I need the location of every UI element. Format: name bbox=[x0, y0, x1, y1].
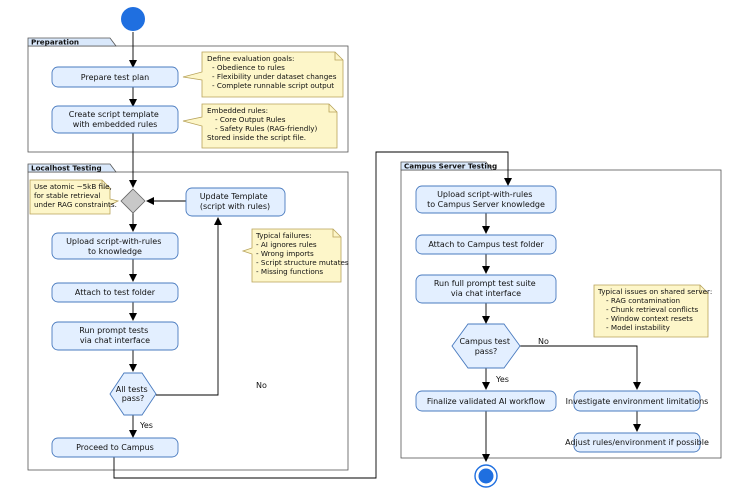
note-line: - AI ignores rules bbox=[256, 240, 317, 249]
note-line: - Core Output Rules bbox=[215, 115, 286, 124]
note-issues: Typical issues on shared server: - RAG c… bbox=[593, 284, 715, 338]
activity-label-line: with embedded rules bbox=[73, 120, 158, 129]
note-line: Use atomic ~5kB file, bbox=[34, 182, 112, 191]
activity-create-template: Create script template with embedded rul… bbox=[51, 105, 179, 134]
activity-label: Investigate environment limitations bbox=[566, 397, 709, 406]
note-line: - Missing functions bbox=[256, 267, 323, 276]
edge-label-yes: Yes bbox=[139, 421, 153, 430]
edge-label-no: No bbox=[538, 337, 549, 346]
decision-campus-test: Campus test pass? bbox=[451, 323, 521, 369]
activity-label-line: to Campus Server knowledge bbox=[427, 200, 545, 209]
activity-label-line: via chat interface bbox=[451, 289, 521, 298]
activity-label-line: Run full prompt test suite bbox=[434, 279, 536, 288]
activity-label-line: Upload script-with-rules bbox=[66, 237, 161, 246]
partition-tab bbox=[27, 37, 117, 47]
activity-label: Create script template with embedded rul… bbox=[69, 110, 162, 129]
activity-label: Update Template (script with rules) bbox=[200, 192, 271, 211]
note-line: Embedded rules: bbox=[207, 106, 268, 115]
activity-label-line: Upload script-with-rules bbox=[437, 190, 532, 199]
note-issues-text: Typical issues on shared server: - RAG c… bbox=[597, 287, 715, 332]
note-line: under RAG constraints. bbox=[34, 200, 117, 209]
decision-label-line: All tests bbox=[116, 385, 148, 394]
partition-campus: Campus Server Testing bbox=[400, 161, 722, 459]
activity-label-line: (script with rules) bbox=[200, 202, 270, 211]
activity-label-line: Update Template bbox=[200, 192, 268, 201]
note-rules-text: Embedded rules: - Core Output Rules - Sa… bbox=[207, 106, 320, 142]
note-line: - Flexibility under dataset changes bbox=[212, 72, 337, 81]
note-line: - Model instability bbox=[606, 323, 671, 332]
decision-all-tests: All tests pass? bbox=[109, 372, 157, 416]
note-failures: Typical failures: - AI ignores rules - W… bbox=[241, 228, 351, 283]
activity-run-suite: Run full prompt test suite via chat inte… bbox=[415, 274, 557, 304]
activity-attach-campus: Attach to Campus test folder bbox=[415, 234, 557, 255]
edge-cdecision-no bbox=[510, 345, 641, 390]
activity-upload-local: Upload script-with-rules to knowledge bbox=[51, 232, 179, 260]
note-line: - Complete runnable script output bbox=[212, 81, 334, 90]
partition-label-localhost: Localhost Testing bbox=[31, 164, 102, 173]
note-line: for stable retrieval bbox=[34, 191, 100, 200]
partition-tab bbox=[27, 163, 117, 173]
activity-adjust: Adjust rules/environment if possible bbox=[565, 432, 709, 453]
activity-run-tests: Run prompt tests via chat interface bbox=[51, 321, 179, 351]
edges bbox=[113, 32, 641, 479]
activity-finalize: Finalize validated AI workflow bbox=[415, 390, 557, 412]
decision-label-line: pass? bbox=[122, 394, 145, 403]
activity-prepare-plan: Prepare test plan bbox=[51, 66, 179, 88]
note-line: - Obedience to rules bbox=[212, 63, 285, 72]
note-line: Typical failures: bbox=[255, 231, 312, 240]
note-line: - RAG contamination bbox=[606, 296, 680, 305]
activity-label: Upload script-with-rules to knowledge bbox=[66, 237, 164, 256]
note-line: - Wrong imports bbox=[256, 249, 314, 258]
end-node bbox=[474, 464, 498, 488]
note-line: - Chunk retrieval conflicts bbox=[606, 305, 699, 314]
decision-label-line: pass? bbox=[475, 347, 498, 356]
activity-label: Attach to test folder bbox=[75, 288, 156, 297]
partition-preparation: Preparation bbox=[27, 37, 349, 153]
note-goals-text: Define evaluation goals: - Obedience to … bbox=[207, 54, 339, 90]
edge-decision-no bbox=[156, 217, 222, 396]
activity-attach-local: Attach to test folder bbox=[51, 282, 179, 303]
decision-label: Campus test pass? bbox=[459, 337, 512, 356]
activity-label: Run full prompt test suite via chat inte… bbox=[434, 279, 538, 298]
note-failures-text: Typical failures: - AI ignores rules - W… bbox=[255, 231, 351, 276]
note-line: Define evaluation goals: bbox=[207, 54, 294, 63]
note-goals: Define evaluation goals: - Obedience to … bbox=[182, 51, 344, 98]
activity-label: Finalize validated AI workflow bbox=[427, 397, 546, 406]
decision-label: All tests pass? bbox=[116, 385, 151, 403]
partition-localhost: Localhost Testing bbox=[27, 163, 349, 471]
edge-label-no: No bbox=[256, 381, 267, 390]
activity-proceed: Proceed to Campus bbox=[51, 437, 179, 458]
note-line: Stored inside the script file. bbox=[207, 133, 306, 142]
activity-upload-campus: Upload script-with-rules to Campus Serve… bbox=[415, 185, 557, 214]
note-line: - Window context resets bbox=[606, 314, 693, 323]
activity-label-line: to knowledge bbox=[88, 247, 142, 256]
activity-label: Prepare test plan bbox=[81, 73, 149, 82]
activity-label-line: Run prompt tests bbox=[79, 326, 148, 335]
activity-label: Upload script-with-rules to Campus Serve… bbox=[427, 190, 545, 209]
decision-label-line: Campus test bbox=[459, 337, 510, 346]
merge-diamond bbox=[120, 188, 146, 214]
edge-label-yes: Yes bbox=[495, 375, 509, 384]
note-line: - Script structure mutates bbox=[256, 258, 349, 267]
edge-proceed-to-campus bbox=[113, 151, 512, 479]
start-node bbox=[121, 7, 145, 31]
note-atomic: Use atomic ~5kB file, for stable retriev… bbox=[29, 179, 120, 215]
note-rules: Embedded rules: - Core Output Rules - Sa… bbox=[182, 103, 338, 149]
activity-update-template: Update Template (script with rules) bbox=[185, 187, 286, 217]
note-line: Typical issues on shared server: bbox=[597, 287, 712, 296]
partition-label-preparation: Preparation bbox=[31, 38, 79, 47]
activity-investigate: Investigate environment limitations bbox=[566, 390, 709, 412]
activity-label: Run prompt tests via chat interface bbox=[79, 326, 151, 345]
activity-label: Proceed to Campus bbox=[76, 443, 154, 452]
activity-label-line: Create script template bbox=[69, 110, 159, 119]
note-line: - Safety Rules (RAG-friendly) bbox=[215, 124, 318, 133]
activity-label: Attach to Campus test folder bbox=[428, 240, 544, 249]
activity-label-line: via chat interface bbox=[80, 336, 150, 345]
activity-label: Adjust rules/environment if possible bbox=[565, 438, 709, 447]
note-atomic-text: Use atomic ~5kB file, for stable retriev… bbox=[34, 182, 117, 209]
partition-label-campus: Campus Server Testing bbox=[404, 162, 497, 171]
partition-tab bbox=[400, 161, 493, 171]
